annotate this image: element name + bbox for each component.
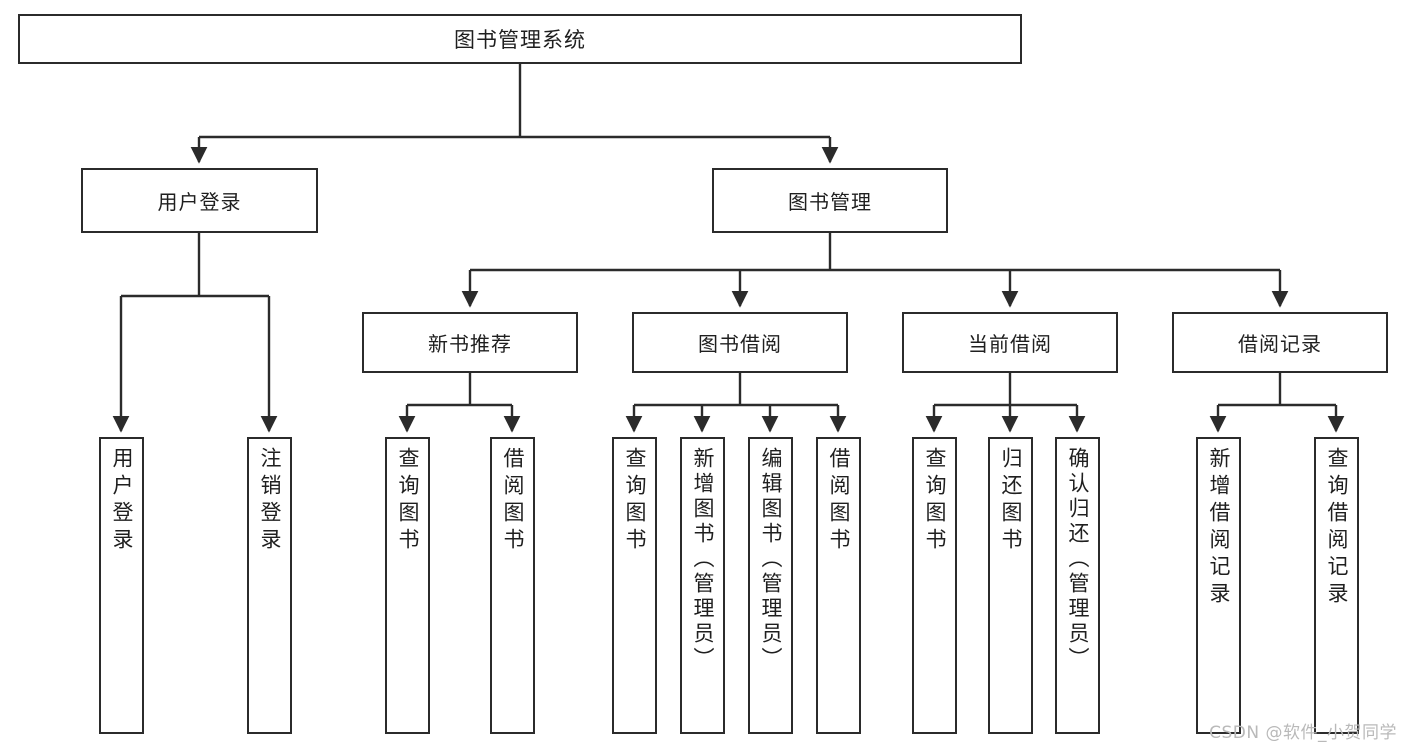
node-leaf-edit-book-label: 编辑图书（管理员） — [759, 447, 783, 672]
node-leaf-borrow-book-label: 借阅图书 — [827, 447, 851, 555]
node-leaf-add-book[interactable]: 新增图书（管理员） — [680, 437, 725, 734]
node-leaf-query-book-borrow-label: 查询图书 — [623, 447, 647, 555]
node-leaf-user-logout[interactable]: 注销登录 — [247, 437, 292, 734]
node-leaf-user-login[interactable]: 用户登录 — [99, 437, 144, 734]
node-leaf-add-record-label: 新增借阅记录 — [1207, 447, 1231, 609]
node-leaf-query-record-label: 查询借阅记录 — [1325, 447, 1349, 609]
node-root[interactable]: 图书管理系统 — [18, 14, 1022, 64]
node-leaf-query-book-borrow[interactable]: 查询图书 — [612, 437, 657, 734]
node-book-manage-label: 图书管理 — [788, 190, 872, 214]
node-leaf-return-book-label: 归还图书 — [999, 447, 1023, 555]
node-leaf-query-record[interactable]: 查询借阅记录 — [1314, 437, 1359, 734]
node-leaf-query-book-rec[interactable]: 查询图书 — [385, 437, 430, 734]
node-leaf-add-book-label: 新增图书（管理员） — [691, 447, 715, 672]
node-leaf-query-book-current[interactable]: 查询图书 — [912, 437, 957, 734]
node-leaf-user-login-label: 用户登录 — [110, 447, 134, 555]
node-user-login-label: 用户登录 — [157, 190, 242, 214]
node-book-borrow-label: 图书借阅 — [698, 332, 782, 356]
node-new-book-rec[interactable]: 新书推荐 — [362, 312, 578, 373]
node-leaf-add-record[interactable]: 新增借阅记录 — [1196, 437, 1241, 734]
node-leaf-query-book-current-label: 查询图书 — [923, 447, 947, 555]
node-current-borrow[interactable]: 当前借阅 — [902, 312, 1118, 373]
node-borrow-record[interactable]: 借阅记录 — [1172, 312, 1388, 373]
node-user-login[interactable]: 用户登录 — [81, 168, 318, 233]
node-leaf-return-book[interactable]: 归还图书 — [988, 437, 1033, 734]
node-new-book-rec-label: 新书推荐 — [428, 332, 512, 356]
node-leaf-confirm-return-label: 确认归还（管理员） — [1066, 447, 1090, 672]
node-current-borrow-label: 当前借阅 — [968, 332, 1052, 356]
node-leaf-confirm-return[interactable]: 确认归还（管理员） — [1055, 437, 1100, 734]
node-leaf-borrow-book-rec[interactable]: 借阅图书 — [490, 437, 535, 734]
node-leaf-user-logout-label: 注销登录 — [258, 447, 282, 555]
node-borrow-record-label: 借阅记录 — [1238, 332, 1322, 356]
node-book-manage[interactable]: 图书管理 — [712, 168, 948, 233]
node-leaf-edit-book[interactable]: 编辑图书（管理员） — [748, 437, 793, 734]
node-root-label: 图书管理系统 — [454, 28, 586, 52]
node-leaf-borrow-book[interactable]: 借阅图书 — [816, 437, 861, 734]
watermark: CSDN @软件_小贺同学 — [1209, 723, 1397, 743]
node-leaf-borrow-book-rec-label: 借阅图书 — [501, 447, 525, 555]
node-book-borrow[interactable]: 图书借阅 — [632, 312, 848, 373]
node-leaf-query-book-rec-label: 查询图书 — [396, 447, 420, 555]
